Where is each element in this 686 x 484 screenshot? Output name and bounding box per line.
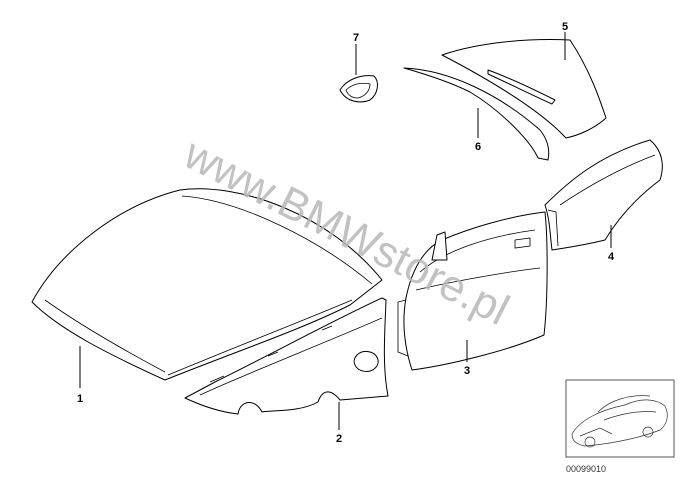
car-thumbnail[interactable] [565, 379, 675, 458]
part-roof-frame-strip[interactable] [403, 67, 550, 161]
callout-2: 2 [336, 433, 342, 445]
callout-5: 5 [562, 21, 568, 33]
part-hood[interactable] [31, 188, 383, 381]
callout-1: 1 [77, 393, 83, 405]
reference-number: 00099010 [566, 464, 606, 474]
callout-7: 7 [353, 32, 359, 44]
callout-3: 3 [464, 365, 470, 377]
part-rear-quarter-panel[interactable] [544, 139, 663, 251]
callout-6: 6 [475, 141, 481, 153]
part-front-side-panel[interactable] [184, 297, 389, 415]
callout-4: 4 [608, 251, 615, 263]
part-roof[interactable] [441, 39, 607, 139]
part-fuel-flap[interactable] [339, 75, 378, 103]
part-door[interactable] [397, 211, 548, 371]
